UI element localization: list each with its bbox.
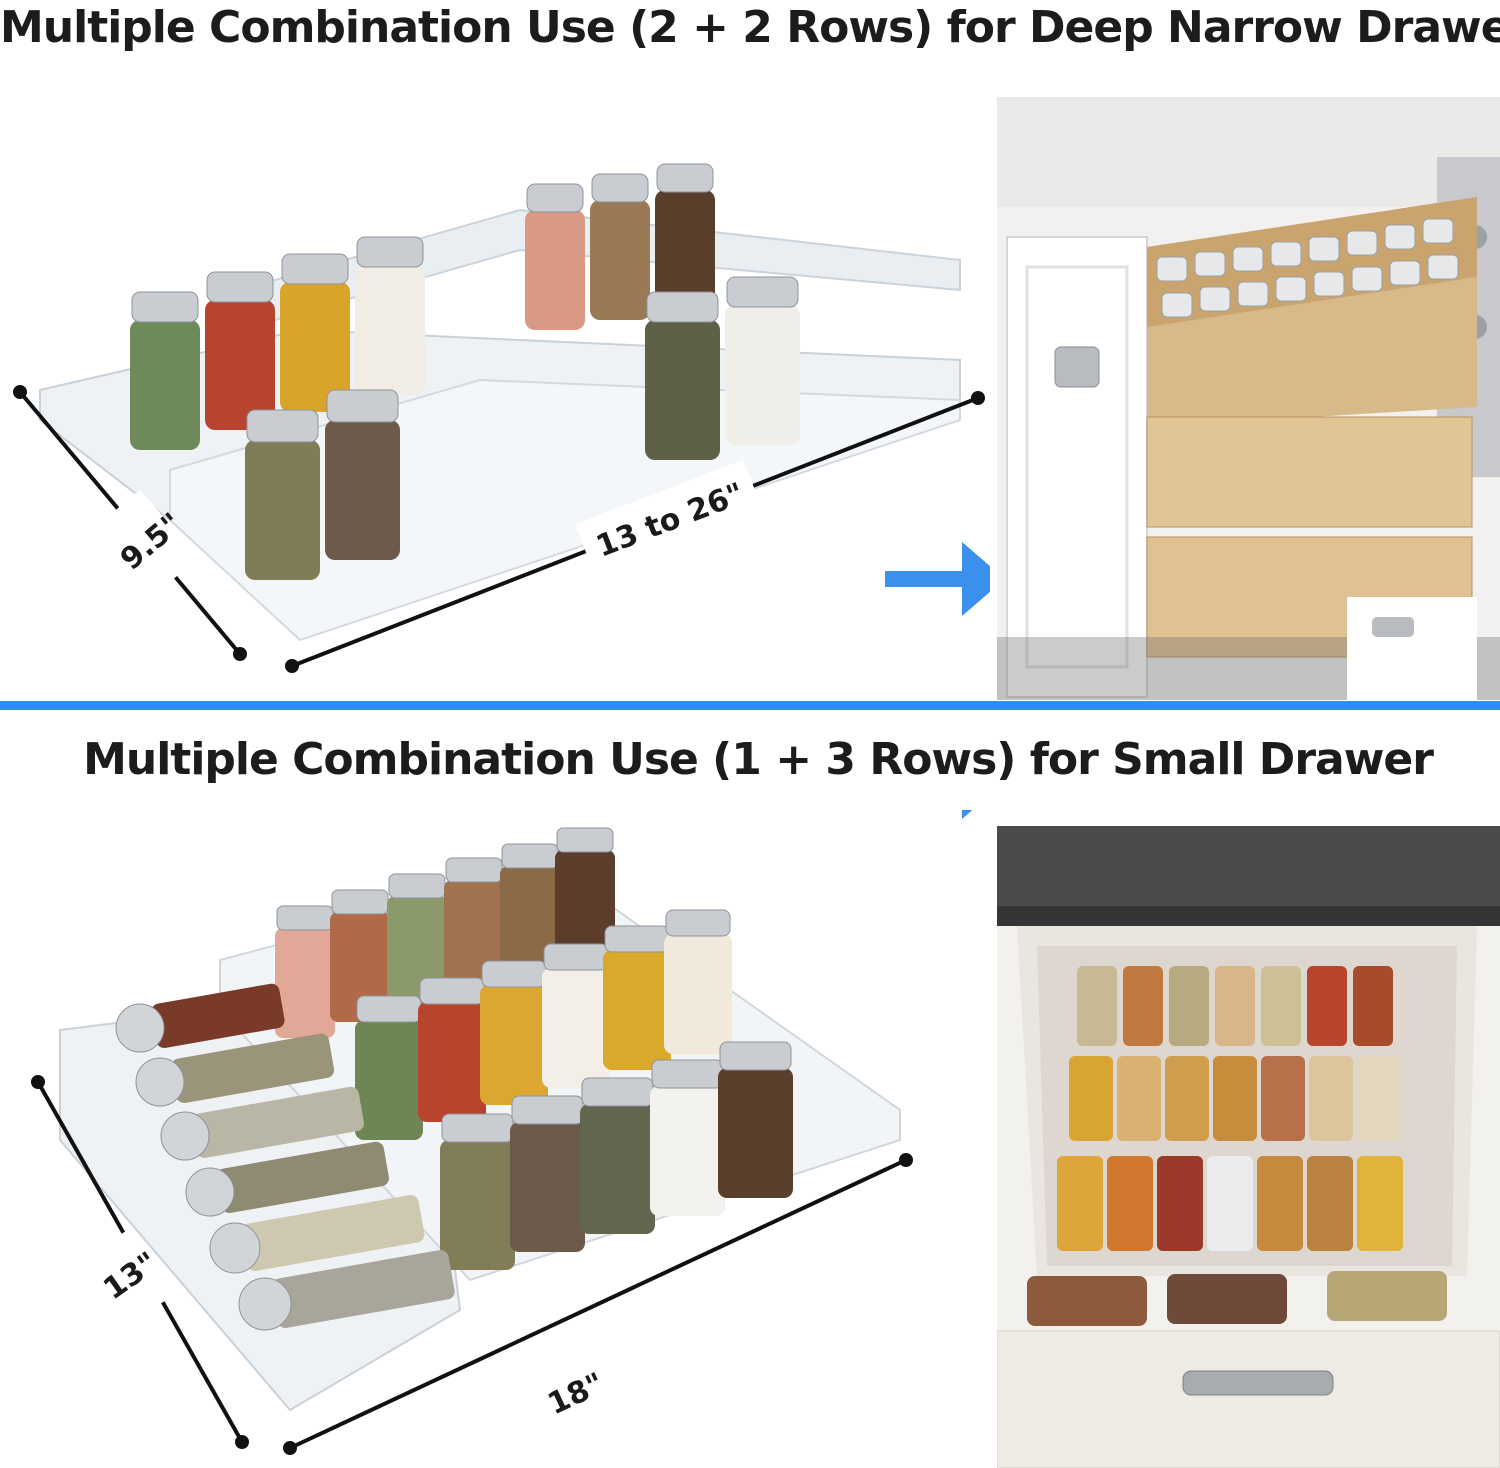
top-section-title: Multiple Combination Use (2 + 2 Rows) fo…	[0, 2, 1500, 53]
deep-drawer-photo	[997, 97, 1500, 700]
top-rack-illustration: 13 to 26" 9.5"	[13, 163, 990, 673]
width-dimension-line-bottom	[289, 1158, 907, 1450]
small-drawer-photo	[997, 826, 1500, 1468]
bottom-section-title: Multiple Combination Use (1 + 3 Rows) fo…	[83, 734, 1434, 785]
spice-jars-group	[130, 163, 800, 580]
bottom-rack-illustration: 18" 13"	[31, 810, 973, 1455]
section-divider	[0, 701, 1500, 710]
spice-jars-group-bottom	[115, 827, 793, 1331]
arrow-right-icon	[962, 810, 973, 819]
arrow-right-icon	[885, 542, 990, 616]
